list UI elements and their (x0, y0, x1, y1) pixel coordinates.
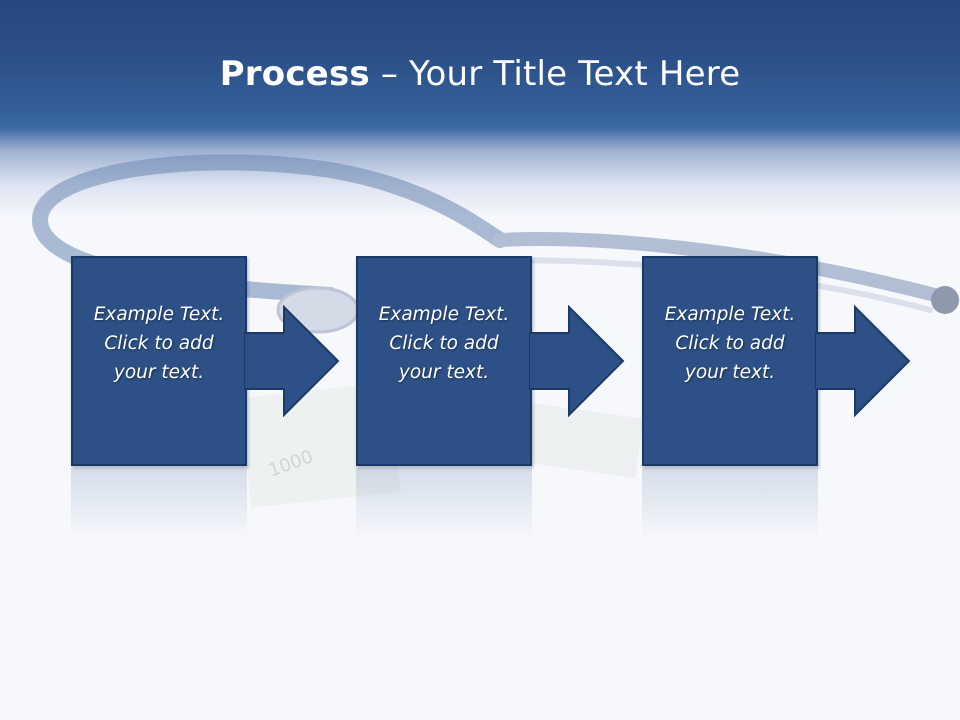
step-1-text[interactable]: Example Text. Click to add your text. (94, 300, 225, 387)
step-2-reflection (356, 468, 532, 540)
step-1-reflection (71, 468, 247, 540)
arrow-right-icon (529, 305, 625, 417)
step-3-text[interactable]: Example Text. Click to add your text. (665, 300, 796, 387)
process-step-1[interactable]: Example Text. Click to add your text. (71, 256, 247, 466)
slide-title[interactable]: Process – Your Title Text Here (0, 54, 960, 94)
step-2-line-2: Click to add (389, 332, 499, 354)
step-3-line-3: your text. (684, 361, 776, 383)
step-3-reflection (642, 468, 818, 540)
arrow-right-icon (815, 305, 911, 417)
title-rest-part: – Your Title Text Here (369, 54, 741, 94)
step-2-text[interactable]: Example Text. Click to add your text. (379, 300, 510, 387)
process-step-2[interactable]: Example Text. Click to add your text. (356, 256, 532, 466)
step-1-line-3: your text. (113, 361, 205, 383)
title-bold-part: Process (219, 54, 370, 94)
step-1-line-2: Click to add (104, 332, 214, 354)
step-1-line-1: Example Text. (93, 303, 225, 325)
process-step-3[interactable]: Example Text. Click to add your text. (642, 256, 818, 466)
header-band (0, 0, 960, 215)
step-3-line-2: Click to add (675, 332, 785, 354)
step-2-line-3: your text. (398, 361, 490, 383)
step-2-line-1: Example Text. (378, 303, 510, 325)
step-3-line-1: Example Text. (664, 303, 796, 325)
arrow-right-icon (244, 305, 340, 417)
